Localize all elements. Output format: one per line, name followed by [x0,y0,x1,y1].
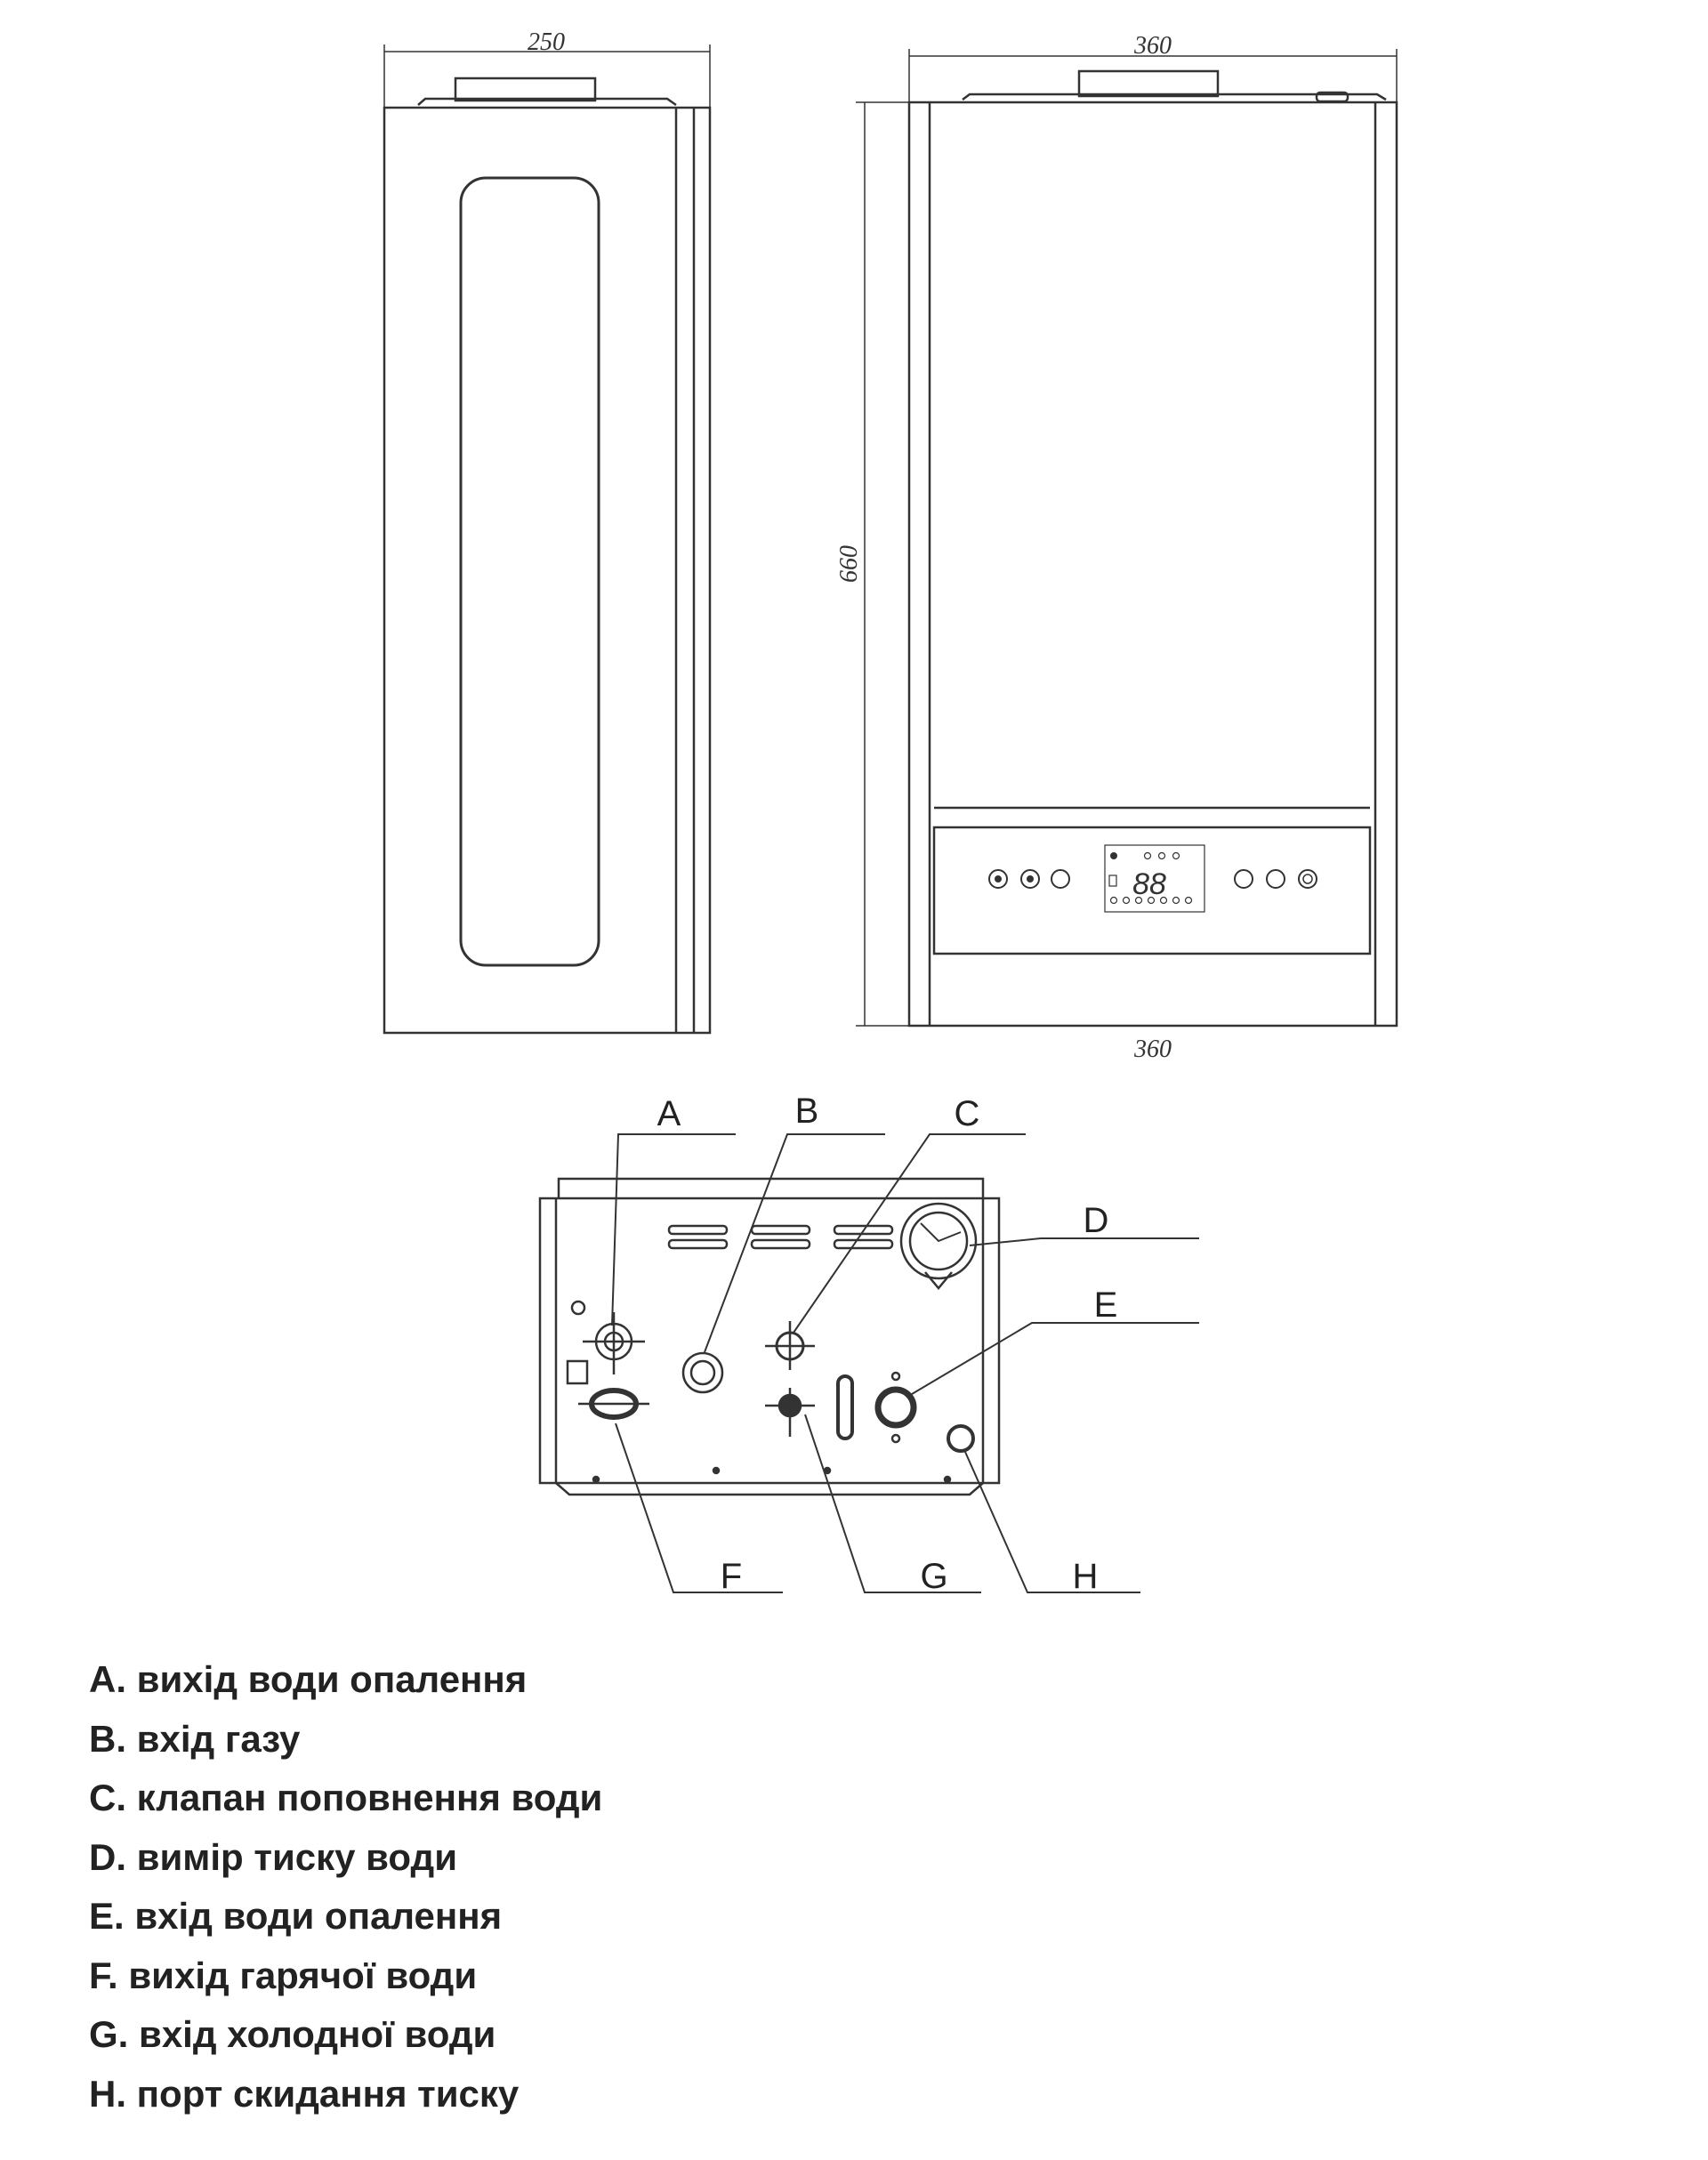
connections-view [538,1133,1199,1593]
legend-item-g: G. вхід холодної води [89,2013,496,2055]
front-view [856,49,1398,1028]
legend-item-e: E. вхід води опалення [89,1895,503,1937]
display-digits: 88 [1132,867,1166,901]
callout-leaders [611,1133,1199,1593]
callout-a: A [657,1094,681,1133]
legend-item-a: A. вихід води опалення [89,1658,528,1700]
front-height-dimension: 660 [835,545,863,583]
front-width-dimension: 360 [1133,32,1172,60]
bottom-width-dimension: 360 [1133,1036,1172,1063]
callout-g: G [920,1557,947,1596]
legend-item-d: D. вимір тиску води [89,1835,458,1878]
boiler-diagram: 250 360 660 360 88 A B C D E F G H [383,28,1398,1596]
legend-item-f: F. вихід гарячої води [89,1954,478,1996]
callout-e: E [1094,1286,1118,1325]
legend-list: A. вихід води опалення B. вхід газу C. к… [89,1650,602,2124]
side-width-dimension: 250 [528,28,565,56]
legend-item-b: B. вхід газу [89,1717,301,1760]
legend-item-c: C. клапан поповнення води [89,1777,603,1818]
side-view [383,44,712,1035]
callout-b: B [795,1092,819,1131]
legend-item-h: H. порт скидання тиску [89,2072,520,2115]
callout-c: C [955,1094,980,1133]
callout-d: D [1084,1201,1109,1240]
callout-f: F [721,1557,742,1596]
callout-h: H [1073,1557,1099,1596]
